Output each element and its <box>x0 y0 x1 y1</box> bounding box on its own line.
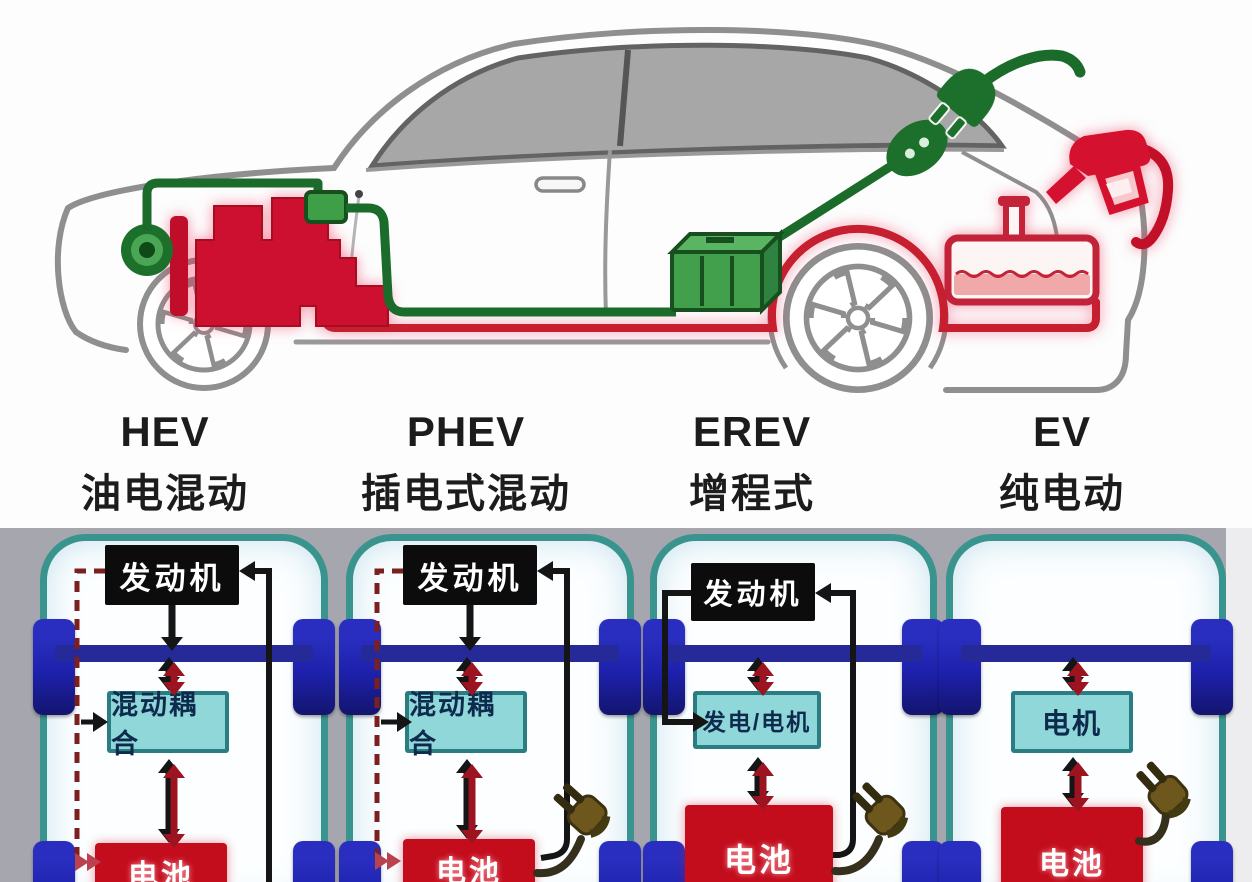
inverter-icon <box>304 190 348 224</box>
axle <box>55 645 313 662</box>
wheel-front-right <box>902 619 944 715</box>
hev-name: 油电混动 <box>81 472 249 516</box>
rear-wheel-icon <box>782 242 934 394</box>
arrow <box>747 657 769 691</box>
door-handle-icon <box>534 176 586 193</box>
wheel-front-right <box>1191 619 1233 715</box>
hev-abbr: HEV <box>120 408 210 455</box>
axle <box>665 645 922 662</box>
battery-box: 电池 <box>685 805 833 882</box>
wheel-rear-left <box>339 841 381 882</box>
wheel-rear-right <box>599 841 641 882</box>
door-seam <box>603 149 612 317</box>
front-charge-cable <box>142 178 323 230</box>
coupler-box: 混动耦合 <box>107 690 229 759</box>
car-illustration <box>54 27 1174 394</box>
engine-icon <box>195 197 389 327</box>
arrow <box>1067 762 1089 812</box>
charging-plug-icon <box>928 68 996 140</box>
wheel-front-right <box>293 619 335 715</box>
engine-box: 发动机 <box>105 545 239 605</box>
arrow <box>1062 657 1084 691</box>
arrow <box>158 759 180 843</box>
label-hev: HEV 油电混动 <box>35 408 295 519</box>
wheel-front-left <box>339 619 381 715</box>
wheel-rear-left <box>939 841 981 882</box>
plug-cable <box>533 835 585 878</box>
arrow <box>747 757 769 805</box>
arrow <box>752 762 774 810</box>
wheel-rear-left <box>33 841 75 882</box>
arrow <box>456 759 478 839</box>
wheel-front-right <box>599 619 641 715</box>
genmotor-box: 发电/电机 <box>693 691 821 749</box>
battery-pack-icon <box>667 229 785 315</box>
floor-charge-cable <box>346 203 676 317</box>
engine-box: 发动机 <box>403 545 537 605</box>
wheel-rear-right <box>293 841 335 882</box>
plug-cable <box>1135 803 1171 846</box>
socket-icon <box>886 119 948 177</box>
b-pillar <box>617 49 631 147</box>
charge-port-icon <box>121 224 173 276</box>
axle <box>361 645 619 662</box>
wheel-front-left <box>33 619 75 715</box>
plug-cable <box>978 49 1086 88</box>
panel-hev: 发动机 混动耦合 电池 <box>33 534 335 882</box>
fuel-nozzle-icon <box>1046 129 1174 250</box>
engine-box: 发动机 <box>691 563 815 621</box>
battery-box: 电池 <box>403 839 535 882</box>
battery-box: 电池 <box>95 843 227 882</box>
wheel-front-left <box>643 619 685 715</box>
phev-name: 插电式混动 <box>361 472 571 516</box>
fuel-hose <box>1131 145 1174 250</box>
phev-abbr: PHEV <box>406 408 526 455</box>
wheel-rear-right <box>902 841 944 882</box>
erev-abbr: EREV <box>692 408 812 455</box>
battery-box: 电池 <box>1001 807 1143 882</box>
cable-junction-dot <box>355 190 363 198</box>
wheel-rear-right <box>1191 841 1233 882</box>
ev-name: 纯电动 <box>999 472 1125 516</box>
axle <box>961 645 1211 662</box>
ev-abbr: EV <box>1032 408 1092 455</box>
motor-box: 电机 <box>1011 691 1133 753</box>
panel-phev: 发动机 混动耦合 电池 <box>339 534 641 882</box>
label-erev: EREV 增程式 <box>622 408 882 519</box>
front-lip <box>73 329 129 353</box>
side-windows <box>367 42 1007 169</box>
panel-ev: 电机 电池 <box>939 534 1233 882</box>
panel-erev: 发动机 发电/电机 电池 <box>643 534 944 882</box>
erev-name: 增程式 <box>689 472 815 516</box>
arrow <box>461 764 483 844</box>
radiator-icon <box>170 216 188 316</box>
arrow <box>163 764 185 848</box>
chassis-diagrams: 发动机 混动耦合 电池 发动机 混动耦合 电池 <box>0 528 1252 882</box>
label-ev: EV 纯电动 <box>932 408 1192 519</box>
wheel-front-left <box>939 619 981 715</box>
label-phev: PHEV 插电式混动 <box>336 408 596 519</box>
arrow <box>1062 757 1084 807</box>
car-outline <box>54 27 1148 393</box>
fuel-line <box>322 225 1100 332</box>
charge-plug-icon <box>847 777 911 841</box>
charge-plug-icon <box>548 778 612 841</box>
coupler-box: 混动耦合 <box>405 690 527 759</box>
wheel-rear-left <box>643 841 685 882</box>
plug-cable <box>831 835 883 876</box>
fuel-tank-icon <box>944 196 1100 306</box>
